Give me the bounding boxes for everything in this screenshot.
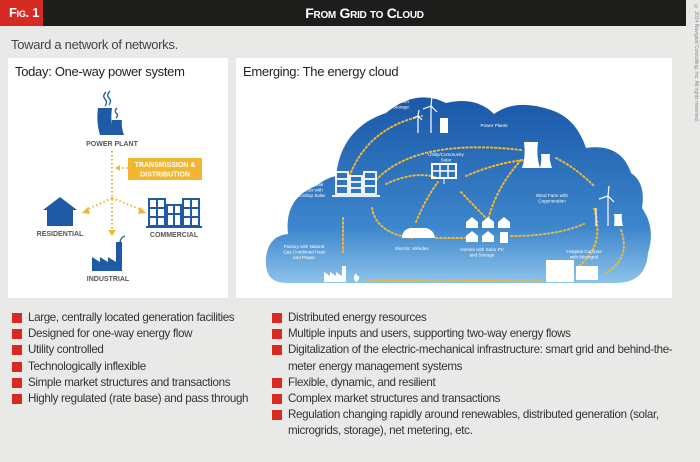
residential-label: RESIDENTIAL [37,231,84,238]
bullet-item: Highly regulated (rate base) and pass th… [12,391,267,407]
electric-car-icon [402,228,435,238]
emerging-bullets: Distributed energy resources Multiple in… [272,310,682,440]
bullet-item: Complex market structures and transactio… [272,391,682,407]
homes-icon [466,217,510,243]
td-label-1: TRANSMISSION & [135,162,196,169]
bullet-item: Large, centrally located generation faci… [12,310,267,326]
copyright: © 2014 Navigant Consulting, Inc. All rig… [693,4,699,123]
wind-turbine-icon [412,95,438,133]
bullet-item: Regulation changing rapidly around renew… [272,407,682,439]
cooling-towers-icon [522,142,552,168]
emerging-title: Emerging: The energy cloud [243,64,399,79]
power-plant-icon [97,90,124,135]
office-buildings-icon [332,171,380,197]
figure-label: Fig. 1 [0,0,43,26]
svg-text:Power Plants: Power Plants [480,123,508,128]
factory-icon [92,235,126,271]
commercial-buildings-icon [146,198,202,228]
header-bar: Fig. 1 From Grid to Cloud [0,0,686,26]
node-icons [324,95,623,282]
figure-title: From Grid to Cloud [305,5,424,21]
bullet-item: Designed for one-way energy flow [12,326,267,342]
battery-icon [440,118,448,133]
emerging-panel: Emerging: The energy cloud Wind Farm wit… [236,58,672,298]
house-icon [43,197,77,226]
today-bullets: Large, centrally located generation faci… [12,310,267,407]
one-way-diagram: POWER PLANT TRANSMISSION & DISTRIBUTION … [37,90,202,283]
bullet-item: Technologically inflexible [12,359,267,375]
bullet-item: Multiple inputs and users, supporting tw… [272,326,682,342]
industrial-label: INDUSTRIAL [87,276,130,283]
today-panel: Today: One-way power system POWER PLANT … [8,58,228,298]
subtitle: Toward a network of networks. [11,37,178,52]
svg-text:Electric Vehicles: Electric Vehicles [395,246,429,251]
solar-panel-icon [431,163,457,184]
cloud-shape [265,97,651,283]
commercial-label: COMMERCIAL [150,232,199,239]
today-title: Today: One-way power system [15,64,185,79]
bullet-item: Distributed energy resources [272,310,682,326]
arrowheads [82,165,146,236]
td-label-2: DISTRIBUTION [140,172,190,179]
flow-lines [85,151,143,230]
bullet-item: Digitalization of the electric-mechanica… [272,342,682,374]
hospital-icon [546,260,598,282]
wind-cogen-icon [595,185,623,226]
energy-flow-lines [342,115,625,281]
bullet-item: Simple market structures and transaction… [12,375,267,391]
factory-icon [324,266,360,282]
power-plant-label: POWER PLANT [86,141,138,148]
bullet-item: Utility controlled [12,342,267,358]
bullet-item: Flexible, dynamic, and resilient [272,375,682,391]
td-box [128,158,202,180]
